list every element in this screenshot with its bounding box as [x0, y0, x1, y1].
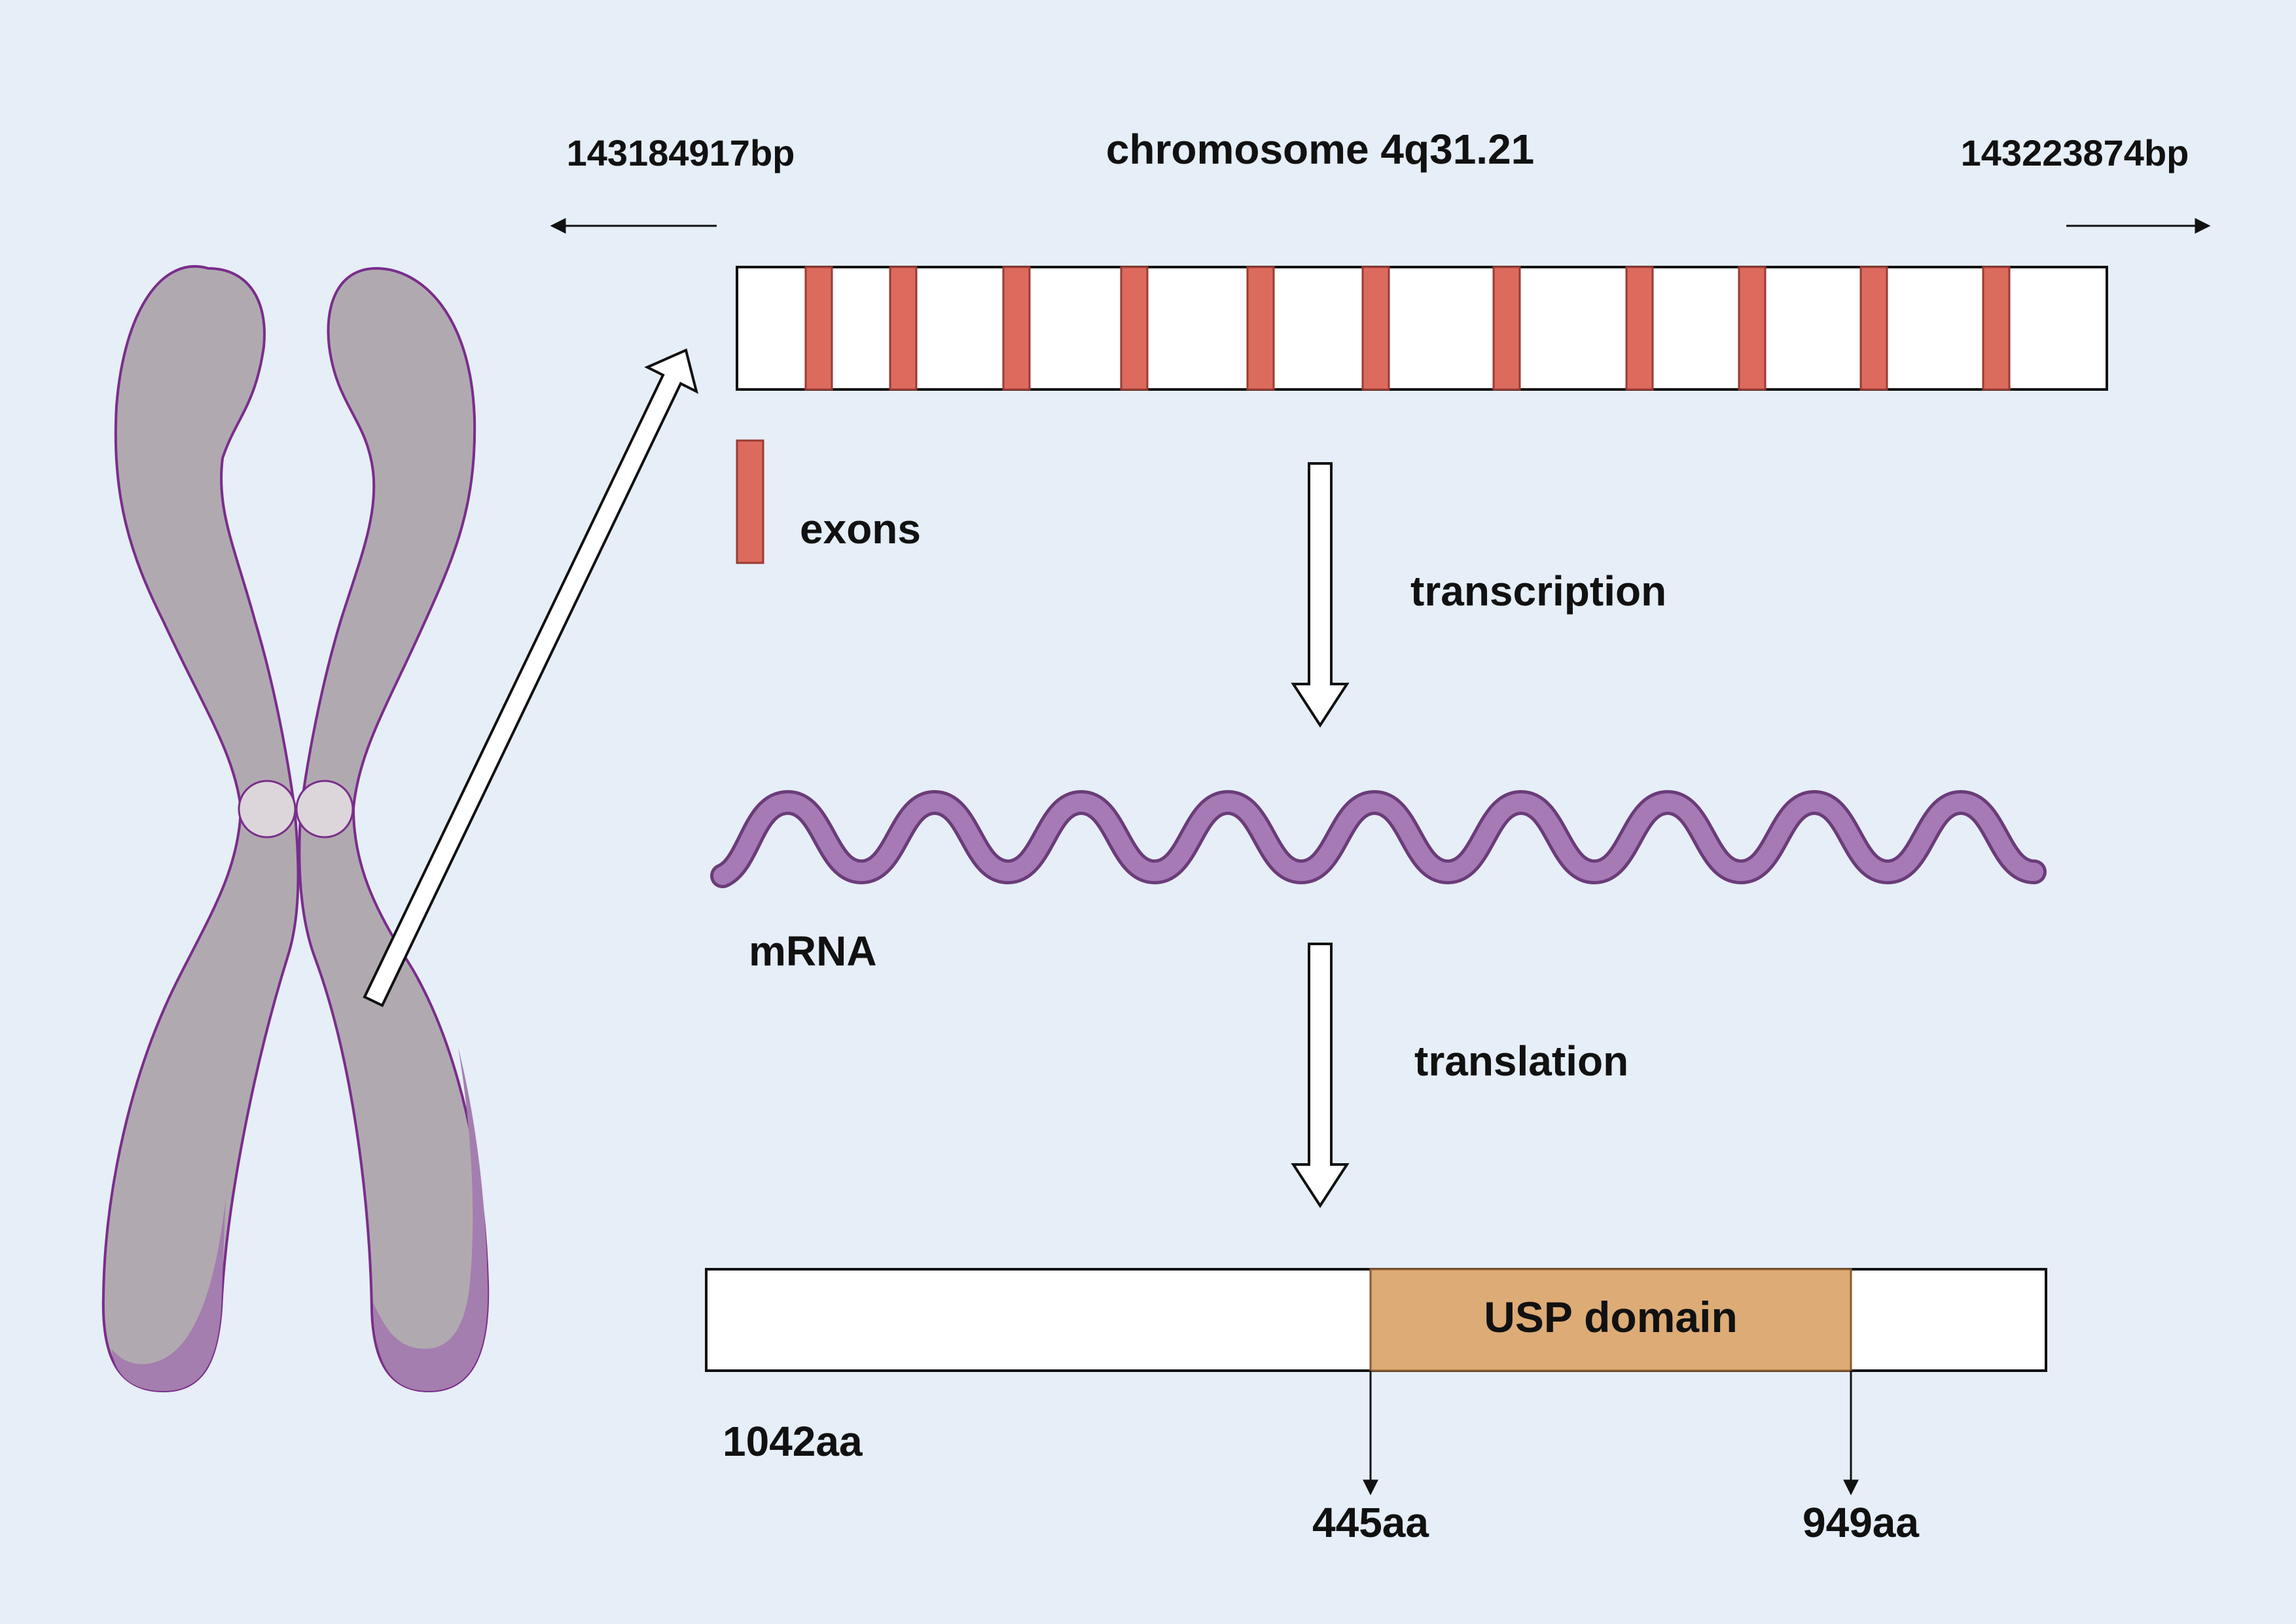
- chromosome-illustration: [101, 264, 490, 1393]
- end-coordinate-label: 143223874bp: [1961, 132, 2189, 173]
- zoom-arrow: [363, 348, 699, 1007]
- start-coordinate-label: 143184917bp: [567, 132, 795, 173]
- exon: [1492, 266, 1521, 391]
- domain-start-label: 445aa: [1312, 1499, 1429, 1546]
- chromatid-right-shade: [373, 1047, 488, 1391]
- mrna-tail-outline: [2034, 803, 2166, 872]
- exon: [804, 266, 833, 391]
- gene-body: [736, 266, 2108, 391]
- exon: [1120, 266, 1149, 391]
- centromere-right: [295, 780, 354, 839]
- protein-bar: USP domain: [705, 1268, 2047, 1372]
- exon: [1738, 266, 1767, 391]
- exon: [889, 266, 918, 391]
- exon-legend-label: exons: [800, 505, 921, 552]
- chromosome-title: chromosome 4q31.21: [1106, 126, 1535, 173]
- mrna-label: mRNA: [749, 928, 877, 975]
- domain-end-label: 949aa: [1803, 1499, 1919, 1546]
- exon: [1982, 266, 2011, 391]
- centromere-left: [238, 780, 296, 839]
- protein-length-label: 1042aa: [723, 1418, 863, 1465]
- mrna-body: [713, 793, 2043, 885]
- exon: [1625, 266, 1654, 391]
- gene-bar: [736, 266, 2108, 391]
- exon: [1361, 266, 1390, 391]
- chromatid-left-shade: [111, 1198, 226, 1391]
- exon: [1246, 266, 1275, 391]
- translation-arrow: [1291, 943, 1350, 1208]
- exon-legend-swatch: [736, 439, 764, 564]
- exon: [1002, 266, 1031, 391]
- usp-domain-label: USP domain: [1484, 1293, 1738, 1341]
- transcription-label: transcription: [1410, 568, 1666, 615]
- translation-label: translation: [1414, 1038, 1628, 1085]
- usp-domain: [1369, 1268, 1852, 1372]
- exon: [1859, 266, 1888, 391]
- transcription-arrow: [1291, 462, 1350, 728]
